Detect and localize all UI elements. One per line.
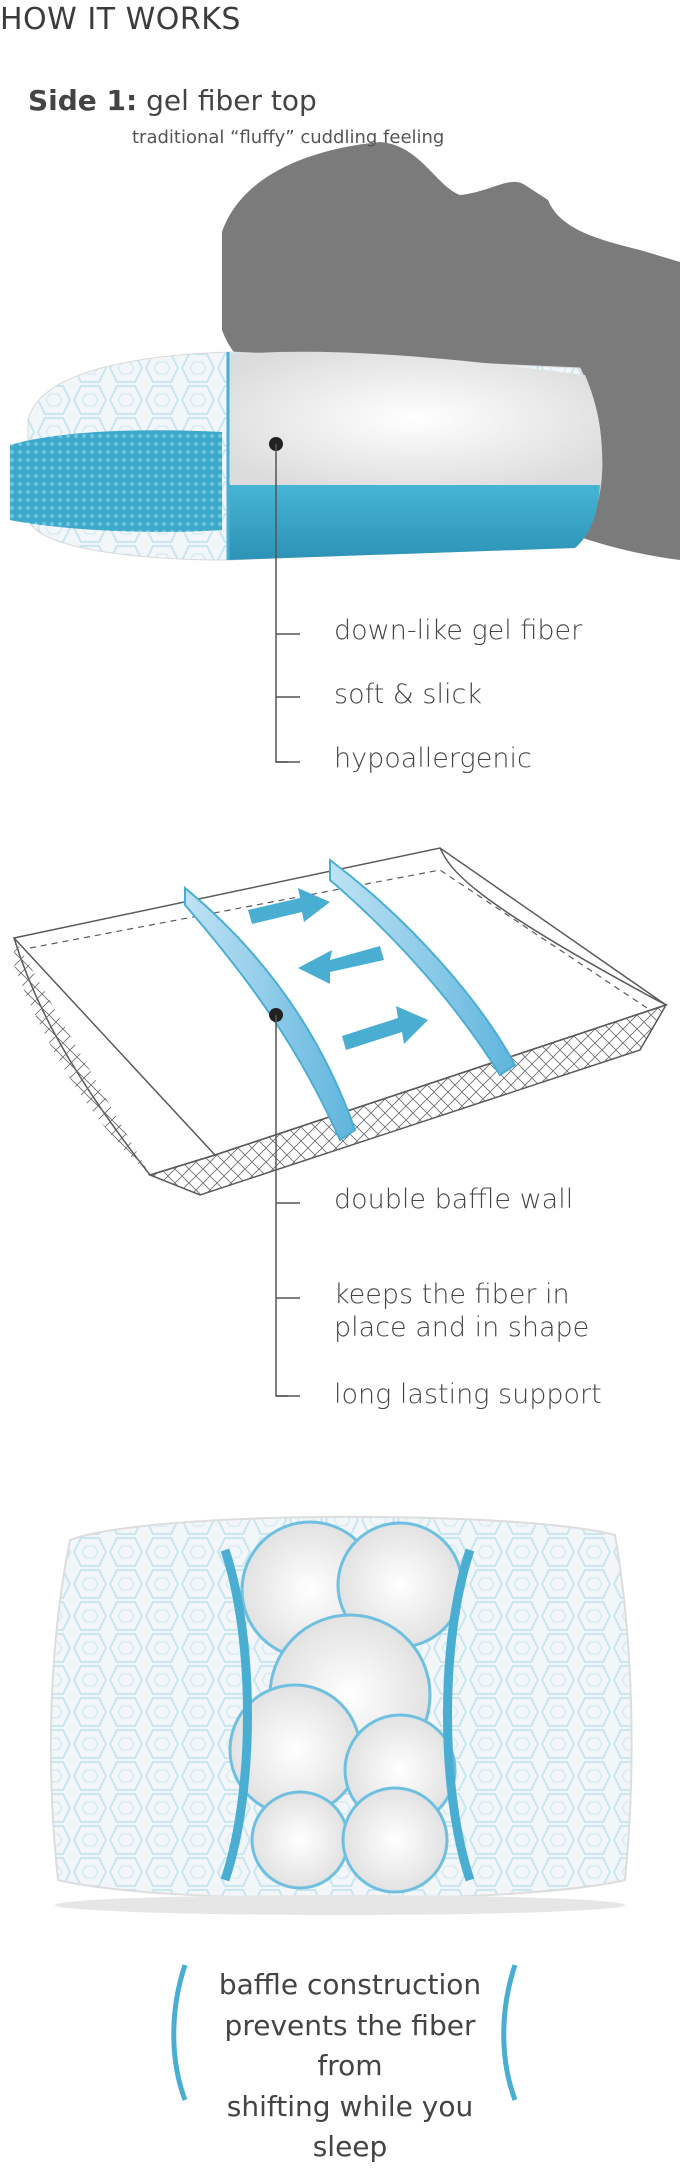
side-subtitle: traditional “fluffy” cuddling feeling xyxy=(132,127,445,148)
wireframe-pillow xyxy=(12,847,668,1196)
feature-keeps-fiber-line2: place and in shape xyxy=(334,1312,590,1343)
flow-arrows xyxy=(248,888,428,1050)
caption-line-1: baffle construction xyxy=(218,1968,482,2001)
caption-bracket-left xyxy=(171,1964,188,2101)
feature-soft-slick: soft & slick xyxy=(334,679,482,710)
side-heading: Side 1: gel fiber top xyxy=(28,84,317,117)
feature-long-lasting: long lasting support xyxy=(334,1379,602,1410)
feature-hypoallergenic: hypoallergenic xyxy=(334,743,532,774)
caption-bracket-right xyxy=(501,1964,518,2101)
pillow-front xyxy=(49,1515,633,1915)
callout-lines-2 xyxy=(269,1008,300,1397)
page-title: HOW IT WORKS xyxy=(0,2,241,37)
feature-gel-fiber: down-like gel fiber xyxy=(334,615,583,646)
caption-line-3: shifting while you sleep xyxy=(226,2089,474,2164)
callout-lines-1 xyxy=(269,437,300,763)
feature-keeps-fiber-line1: keeps the fiber in xyxy=(334,1279,570,1310)
side-title: gel fiber top xyxy=(146,84,317,117)
pillow-cross-section xyxy=(10,351,603,561)
caption-text: baffle construction prevents the fiber f… xyxy=(190,1965,510,2168)
fiber-circles xyxy=(228,1520,464,1894)
caption-line-2: prevents the fiber from xyxy=(224,2008,476,2083)
side-label: Side 1: xyxy=(28,84,138,117)
feature-double-baffle: double baffle wall xyxy=(334,1184,574,1215)
